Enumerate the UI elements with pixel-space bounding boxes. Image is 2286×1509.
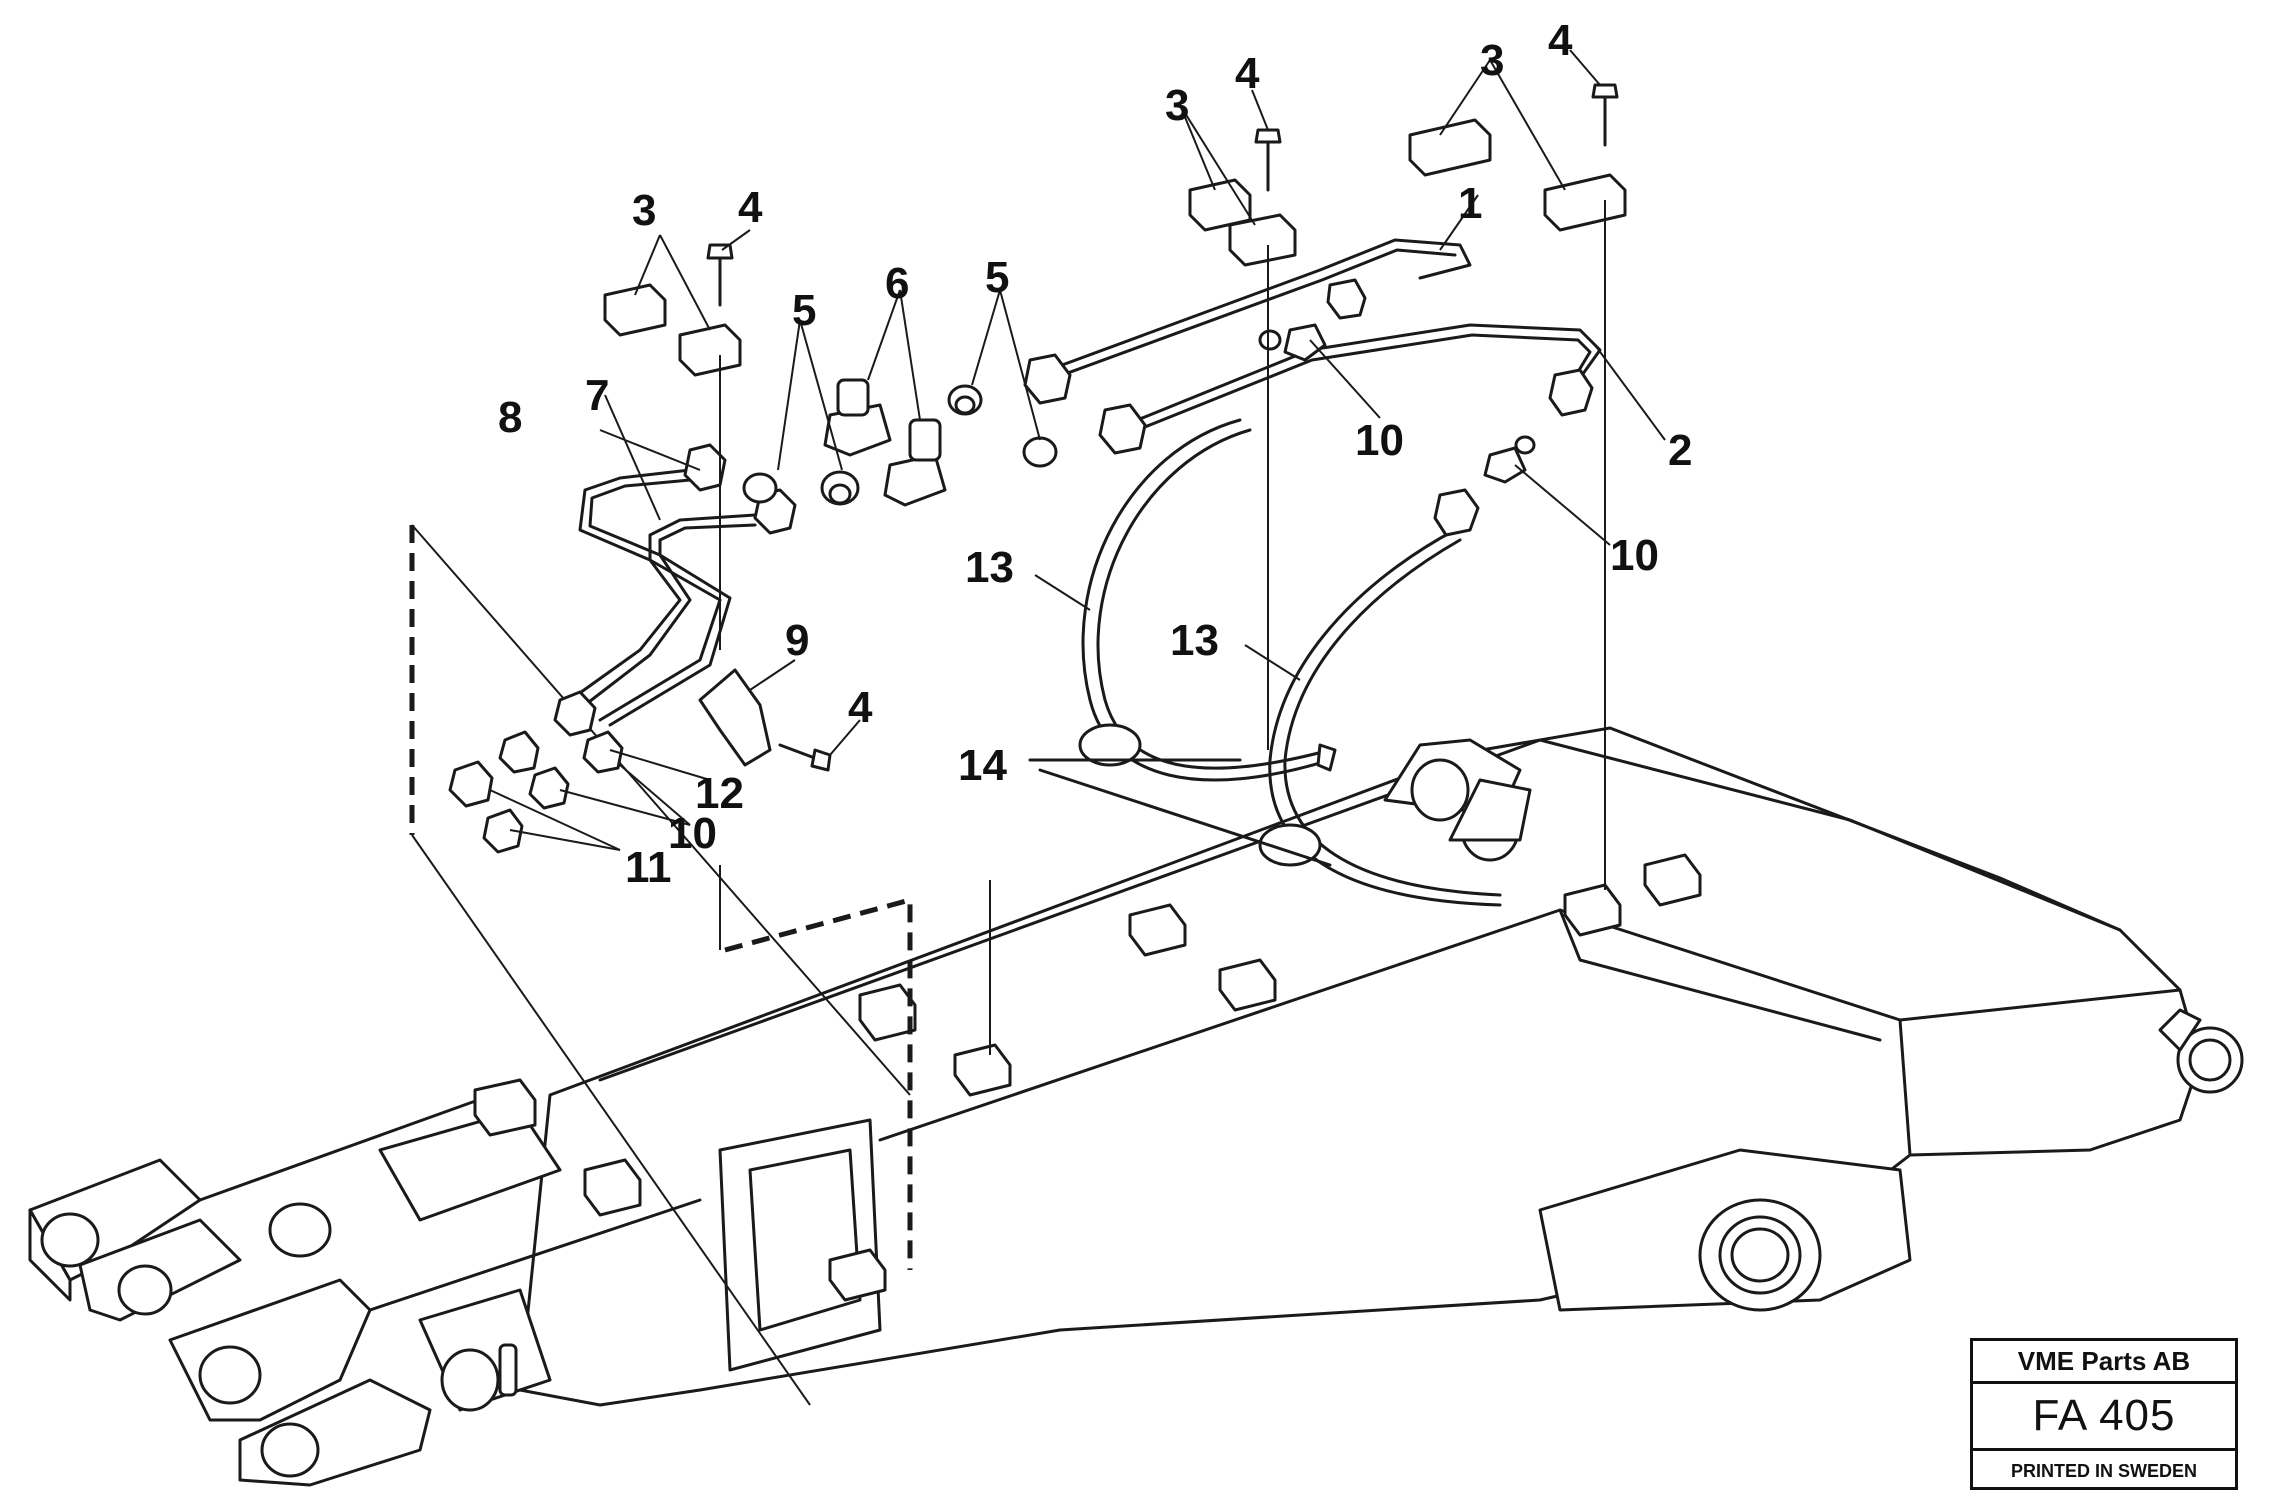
callout-labels: 1 2 3 3 3 4 4 4 4 5 5 6 7 8 9 10 10 10 1…	[498, 16, 1692, 892]
callout-7: 7	[585, 371, 609, 420]
fittings	[448, 278, 1594, 867]
hydraulic-pipes	[568, 238, 1602, 907]
top-clamps	[603, 83, 1627, 890]
printed-note: PRINTED IN SWEDEN	[2010, 1461, 2197, 1481]
callout-3-right: 3	[1480, 36, 1504, 85]
leader-lines	[489, 49, 1666, 851]
callout-13-right: 13	[1170, 616, 1219, 665]
callout-4-center: 4	[1235, 49, 1260, 98]
boom-arm	[28, 726, 2244, 1487]
drawing-number: FA 405	[1973, 1384, 2235, 1451]
callout-4-left: 4	[738, 183, 763, 232]
detail-frame	[409, 524, 991, 1406]
callout-2: 2	[1668, 426, 1692, 475]
title-block: VME Parts AB FA 405 PRINTED IN SWEDEN	[1970, 1338, 2238, 1490]
callout-14: 14	[958, 741, 1007, 790]
callout-10-left: 10	[668, 809, 717, 858]
callout-4-right: 4	[1548, 16, 1573, 65]
callout-6: 6	[885, 259, 909, 308]
callout-13-left: 13	[965, 543, 1014, 592]
callout-9: 9	[785, 616, 809, 665]
callout-8: 8	[498, 393, 522, 442]
callout-10-top: 10	[1355, 416, 1404, 465]
callout-5-left: 5	[792, 286, 816, 335]
callout-3-left: 3	[632, 186, 656, 235]
callout-11: 11	[625, 843, 672, 892]
callout-5-right: 5	[985, 253, 1009, 302]
callout-1: 1	[1458, 179, 1482, 228]
callout-3-center: 3	[1165, 81, 1189, 130]
callout-4-lower: 4	[848, 683, 873, 732]
boom-clamps	[473, 853, 1702, 1302]
callout-10-right: 10	[1610, 531, 1659, 580]
company-name: VME Parts AB	[1973, 1341, 2235, 1384]
callout-12: 12	[695, 769, 744, 818]
